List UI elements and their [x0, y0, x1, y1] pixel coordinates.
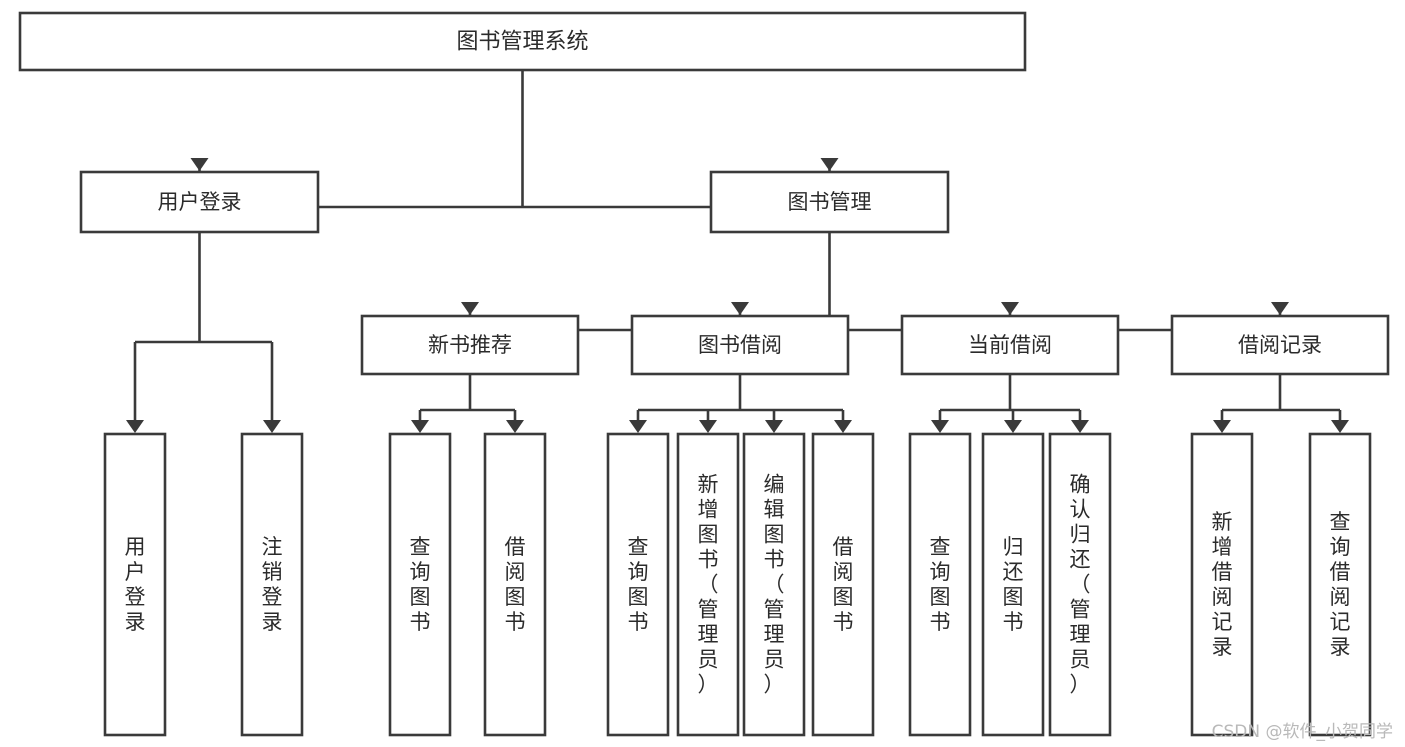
- node-label: 新增借阅记录: [1212, 510, 1233, 659]
- arrow-head-icon: [1271, 302, 1289, 315]
- node-root[interactable]: 图书管理系统: [18, 11, 1027, 72]
- node-label: 新书推荐: [428, 333, 512, 357]
- node-label: 当前借阅: [968, 333, 1052, 357]
- arrow-head-icon: [1213, 420, 1231, 433]
- node-label: 编辑图书（管理员）: [764, 473, 785, 697]
- node-label: 图书借阅: [698, 333, 782, 357]
- node-leaf-leaf-borrow-book[interactable]: 借阅图书: [811, 432, 875, 737]
- node-leaf-leaf-logout[interactable]: 注销登录: [240, 432, 304, 737]
- node-leaf-leaf-query-book-borrow[interactable]: 查询图书: [606, 432, 670, 737]
- node-leaf-leaf-query-book-recommend[interactable]: 查询图书: [388, 432, 452, 737]
- arrow-head-icon: [1001, 302, 1019, 315]
- node-level2-user-login[interactable]: 用户登录: [79, 170, 320, 234]
- node-level3-current-borrow[interactable]: 当前借阅: [900, 314, 1120, 376]
- arrow-head-icon: [190, 158, 209, 171]
- node-leaf-leaf-user-login[interactable]: 用户登录: [103, 432, 167, 737]
- node-label: 借阅图书: [833, 535, 854, 634]
- node-leaf-leaf-query-borrow-record[interactable]: 查询借阅记录: [1308, 432, 1372, 737]
- node-leaf-leaf-borrow-book-recommend[interactable]: 借阅图书: [483, 432, 547, 737]
- arrow-head-icon: [1071, 420, 1089, 433]
- arrow-head-icon: [731, 302, 749, 315]
- watermark-label: CSDN @软件_小贺同学: [1211, 722, 1393, 742]
- node-label: 用户登录: [158, 190, 242, 214]
- arrow-head-icon: [461, 302, 479, 315]
- connector-layer: [126, 70, 1349, 433]
- node-label: 确认归还（管理员）: [1070, 473, 1091, 697]
- node-level2-book-manage[interactable]: 图书管理: [709, 170, 950, 234]
- node-layer: 图书管理系统用户登录图书管理新书推荐图书借阅当前借阅借阅记录用户登录注销登录查询…: [18, 11, 1390, 737]
- arrow-head-icon: [820, 158, 839, 171]
- arrow-head-icon: [765, 420, 783, 433]
- arrow-head-icon: [126, 420, 144, 433]
- arrow-head-icon: [506, 420, 524, 433]
- node-level3-book-borrow[interactable]: 图书借阅: [630, 314, 850, 376]
- arrow-head-icon: [411, 420, 429, 433]
- node-leaf-leaf-confirm-return[interactable]: 确认归还（管理员）: [1048, 432, 1112, 737]
- node-label: 注销登录: [262, 535, 283, 634]
- node-label: 查询图书: [628, 535, 649, 634]
- arrow-head-icon: [699, 420, 717, 433]
- node-label: 查询图书: [410, 535, 431, 634]
- node-level3-borrow-record[interactable]: 借阅记录: [1170, 314, 1390, 376]
- node-label: 新增图书（管理员）: [698, 473, 719, 697]
- node-leaf-leaf-add-book[interactable]: 新增图书（管理员）: [676, 432, 740, 737]
- node-leaf-leaf-add-borrow-record[interactable]: 新增借阅记录: [1190, 432, 1254, 737]
- node-label: 查询图书: [930, 535, 951, 634]
- arrow-head-icon: [1331, 420, 1349, 433]
- node-label: 图书管理系统: [456, 30, 588, 55]
- arrow-head-icon: [629, 420, 647, 433]
- node-label: 归还图书: [1003, 535, 1024, 634]
- node-label: 借阅记录: [1238, 333, 1322, 357]
- node-leaf-leaf-edit-book[interactable]: 编辑图书（管理员）: [742, 432, 806, 737]
- node-label: 用户登录: [125, 535, 146, 634]
- node-label: 图书管理: [788, 190, 872, 214]
- arrow-head-icon: [263, 420, 281, 433]
- arrow-head-icon: [931, 420, 949, 433]
- node-label: 借阅图书: [505, 535, 526, 634]
- arrow-head-icon: [1004, 420, 1022, 433]
- arrow-head-icon: [834, 420, 852, 433]
- node-leaf-leaf-query-book-current[interactable]: 查询图书: [908, 432, 972, 737]
- node-level3-new-book-recommend[interactable]: 新书推荐: [360, 314, 580, 376]
- node-label: 查询借阅记录: [1330, 510, 1351, 659]
- node-leaf-leaf-return-book[interactable]: 归还图书: [981, 432, 1045, 737]
